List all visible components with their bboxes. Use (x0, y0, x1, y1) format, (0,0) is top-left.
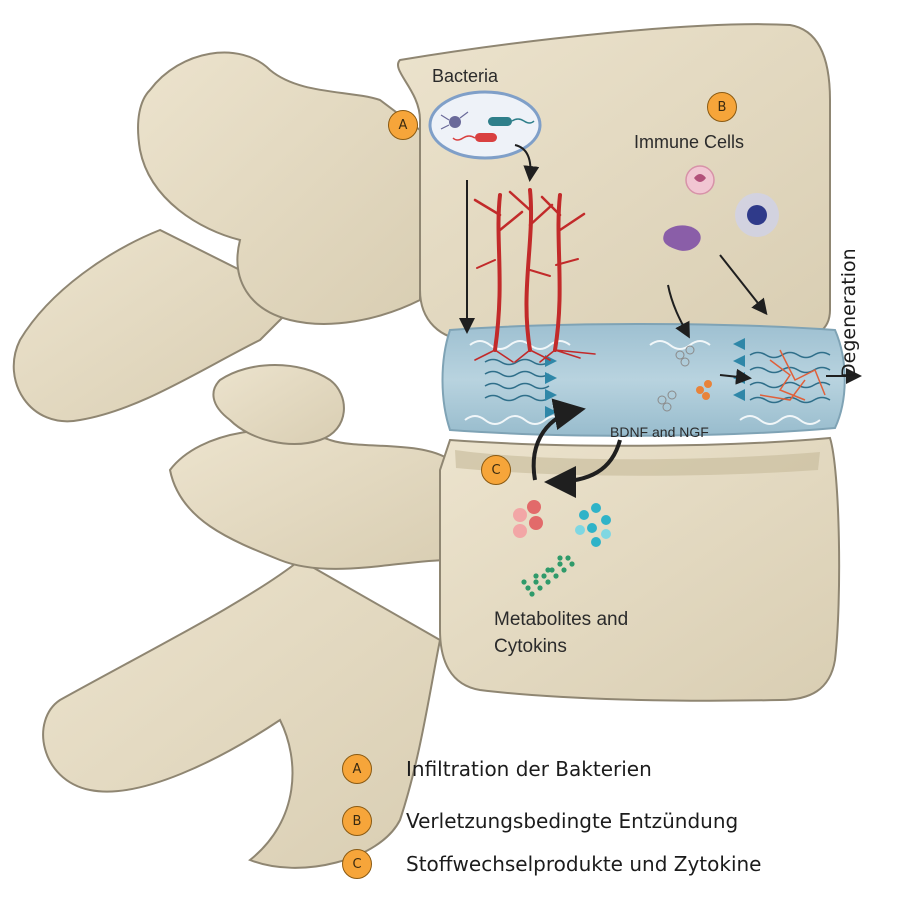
immune-cells-label: Immune Cells (634, 132, 745, 152)
blood-vessels (473, 188, 596, 363)
legend-badge-c: C (342, 849, 372, 879)
bacteria-oval (428, 90, 542, 160)
intervertebral-disc (441, 323, 846, 437)
flow-arrows (459, 144, 862, 498)
bacteria-organisms (440, 111, 535, 142)
facet-joint (212, 364, 345, 445)
legend-row-b: B Verletzungsbedingte Entzündung (342, 806, 738, 836)
metabolites-label-line2: Cytokins (494, 636, 567, 657)
legend-row-a: A Infiltration der Bakterien (342, 754, 652, 784)
bacteria-label: Bacteria (432, 66, 499, 86)
disc-particles (657, 345, 712, 412)
metabolites-cytokines (513, 500, 611, 597)
immune-cells (663, 165, 779, 251)
badge-b: B (707, 92, 737, 122)
lower-pedicle (168, 429, 451, 570)
metabolites-label-line1: Metabolites and (494, 609, 629, 630)
bdnf-ngf-label: BDNF and NGF (610, 424, 709, 440)
legend-text-c: Stoffwechselprodukte und Zytokine (406, 852, 762, 876)
legend-badge-a: A (342, 754, 372, 784)
badge-c: C (481, 455, 511, 485)
legend-text-a: Infiltration der Bakterien (406, 757, 652, 781)
nerve-fibers (759, 349, 826, 401)
legend-text-b: Verletzungsbedingte Entzündung (406, 809, 739, 833)
badge-a: A (388, 110, 418, 140)
legend-badge-b: B (342, 806, 372, 836)
lower-spinous-process (42, 558, 442, 869)
disc-wave-lines (484, 351, 831, 404)
legend-row-c: C Stoffwechselprodukte und Zytokine (342, 849, 761, 879)
upper-transverse-process (12, 228, 302, 423)
disc-teeth (545, 338, 745, 418)
upper-spinous-process (137, 51, 421, 325)
disc-fibers (464, 340, 821, 425)
degeneration-label: Degeneration (838, 248, 860, 378)
